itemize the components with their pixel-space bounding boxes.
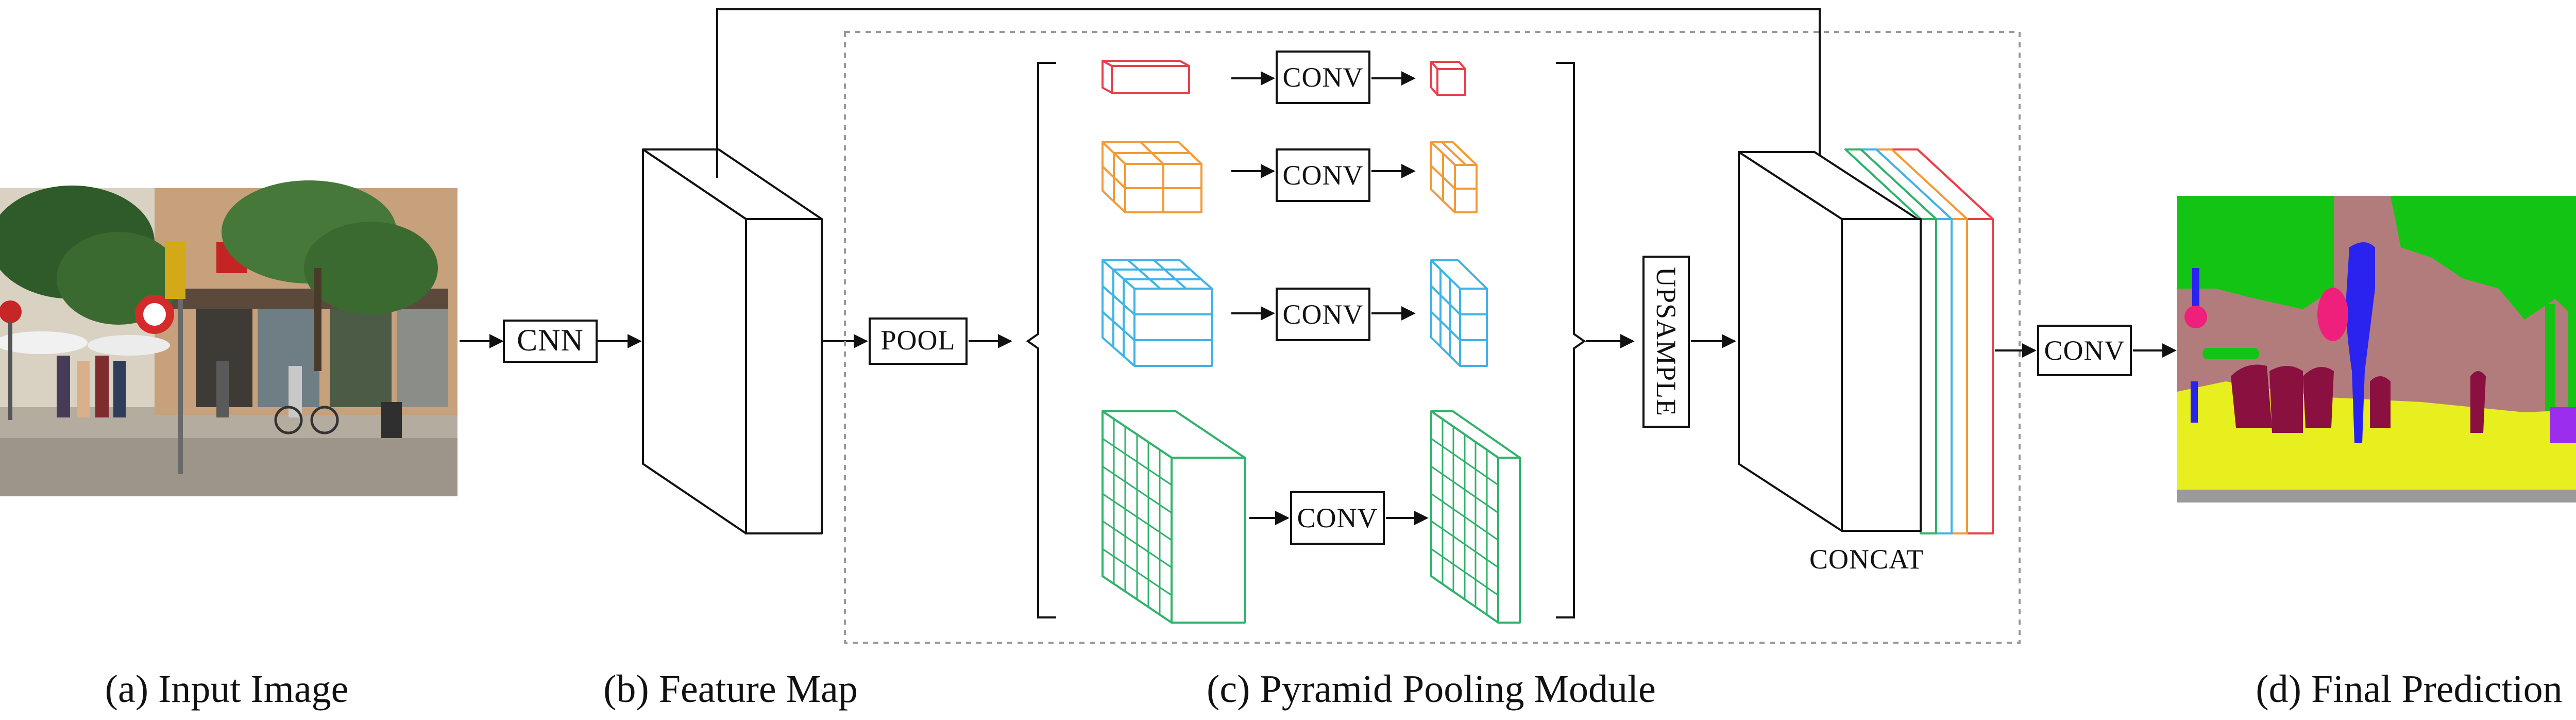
cnn-label: CNN: [517, 323, 584, 357]
caption-input-image: (a) Input Image: [105, 667, 349, 711]
ppm-dashed-border: [844, 31, 2021, 644]
svg-text:CONV: CONV: [1282, 160, 1363, 191]
prediction-map: [2177, 196, 2576, 503]
concat-block: [1738, 148, 1994, 534]
svg-text:CONV: CONV: [1282, 62, 1363, 93]
conv-box-level-4: CONV: [1290, 491, 1385, 545]
caption-pyramid-pooling-module: (c) Pyramid Pooling Module: [1207, 667, 1656, 711]
right-bracket: [1556, 62, 1586, 618]
left-bracket: [1026, 62, 1056, 618]
conv-output-level-1: [1430, 61, 1466, 96]
final-conv-label: CONV: [2044, 335, 2125, 366]
pooled-block-level-4: [1101, 410, 1246, 624]
concat-label: CONCAT: [1809, 544, 1924, 575]
cnn-box: CNN: [503, 320, 598, 363]
pool-box: POOL: [869, 317, 968, 365]
conv-output-level-2: [1430, 141, 1478, 213]
svg-text:CONV: CONV: [1282, 299, 1363, 330]
feature-map-block: [642, 148, 823, 534]
pooled-block-level-2: [1101, 141, 1202, 213]
svg-text:CONV: CONV: [1297, 503, 1378, 533]
pool-label: POOL: [880, 325, 955, 356]
conv-box-level-2: CONV: [1276, 148, 1370, 202]
upsample-box: UPSAMPLE: [1642, 256, 1690, 428]
conv-output-level-3: [1430, 259, 1488, 367]
upsample-label: UPSAMPLE: [1651, 267, 1682, 416]
skip-connection-line: [716, 8, 1827, 178]
pooled-block-level-1: [1101, 60, 1190, 94]
input-image: [0, 180, 457, 496]
caption-final-prediction: (d) Final Prediction: [2256, 667, 2562, 711]
pooled-block-level-3: [1101, 259, 1213, 367]
caption-feature-map: (b) Feature Map: [603, 667, 858, 711]
conv-box-level-3: CONV: [1276, 288, 1370, 341]
final-conv-box: CONV: [2037, 325, 2132, 376]
conv-output-level-4: [1430, 410, 1521, 624]
conv-box-level-1: CONV: [1276, 51, 1370, 104]
